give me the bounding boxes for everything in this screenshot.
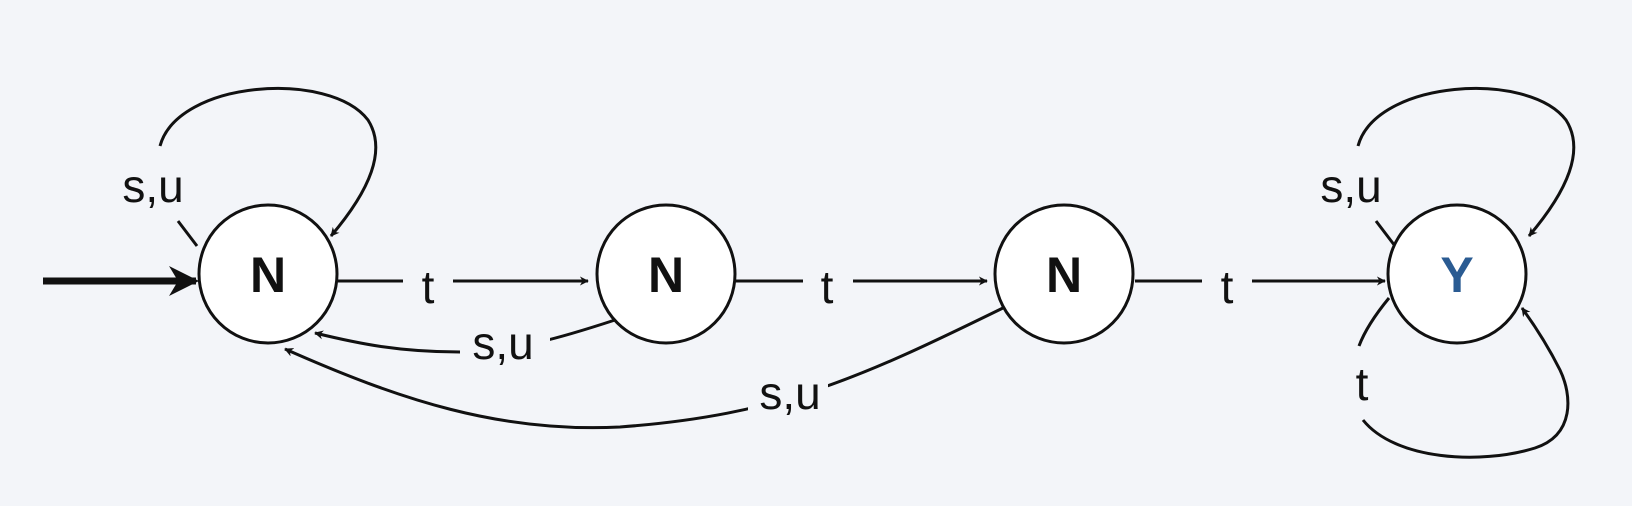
state-0-circle bbox=[197, 203, 339, 345]
state-2-label: N bbox=[1046, 247, 1082, 303]
transition-3-3-top-path bbox=[1356, 86, 1576, 237]
state-3-label: Y bbox=[1440, 247, 1473, 303]
transition-label-1-0: s,u bbox=[472, 317, 533, 369]
transition-2-0-path bbox=[284, 305, 1006, 430]
transition-3-3-bottom-tail bbox=[1357, 297, 1391, 347]
transition-3-3-top-tail bbox=[1374, 220, 1397, 247]
state-2-circle bbox=[993, 203, 1135, 345]
state-2: N bbox=[993, 203, 1135, 345]
state-1: N bbox=[595, 203, 737, 345]
state-0: N bbox=[197, 203, 339, 345]
state-1-label: N bbox=[648, 247, 684, 303]
state-3-accepting: Y bbox=[1386, 203, 1528, 345]
transition-label-2-3: t bbox=[1221, 261, 1234, 313]
state-1-circle bbox=[595, 203, 737, 345]
transition-label-1-2: t bbox=[821, 261, 834, 313]
state-0-label: N bbox=[250, 247, 286, 303]
state-3-circle bbox=[1386, 203, 1528, 345]
transition-3-3-bottom-path bbox=[1361, 307, 1570, 459]
transition-label-0-0: s,u bbox=[122, 160, 183, 212]
transition-label-0-1: t bbox=[422, 261, 435, 313]
transition-0-0-tail bbox=[176, 220, 199, 247]
transition-label-3-3-top: s,u bbox=[1320, 160, 1381, 212]
transition-0-0-path bbox=[158, 86, 378, 237]
transition-label-2-0: s,u bbox=[759, 367, 820, 419]
transition-label-3-3-bottom: t bbox=[1356, 358, 1369, 410]
